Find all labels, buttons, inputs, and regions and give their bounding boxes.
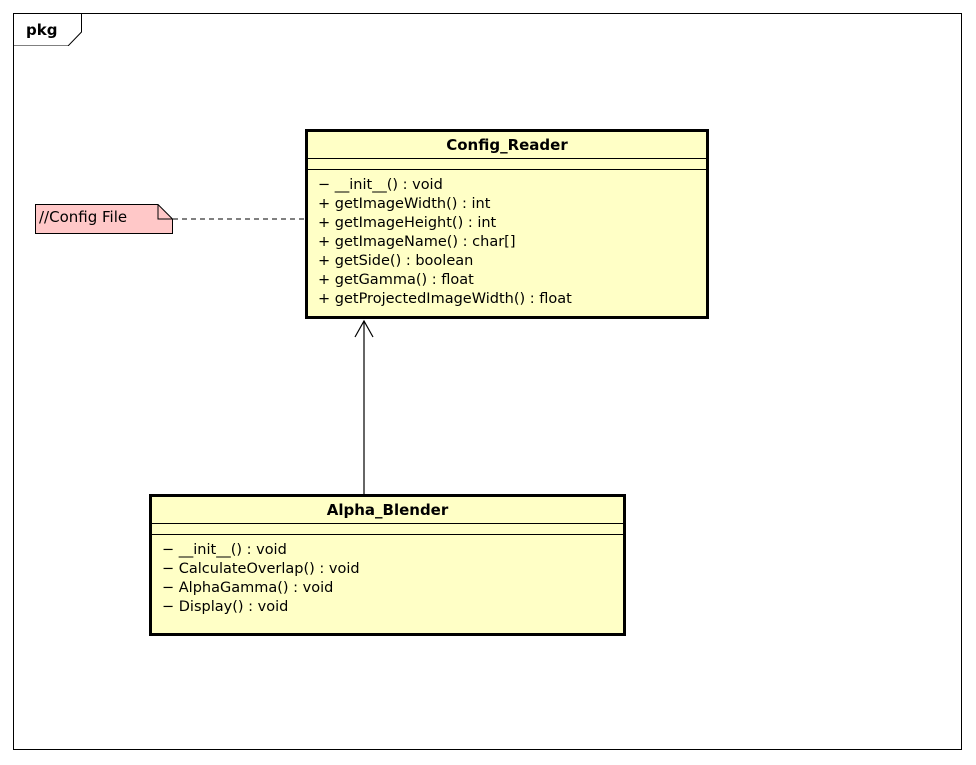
operation-get-image-height: + getImageHeight() : int xyxy=(318,215,497,231)
class-name: Config_Reader xyxy=(308,132,706,159)
operation-alpha-gamma: − AlphaGamma() : void xyxy=(162,580,334,596)
operation-display: − Display() : void xyxy=(162,599,289,615)
class-name: Alpha_Blender xyxy=(152,497,623,524)
operation-init: − __init__() : void xyxy=(318,177,443,193)
attributes-compartment xyxy=(152,524,623,535)
operation-get-image-width: + getImageWidth() : int xyxy=(318,196,491,212)
note-text: //Config File xyxy=(39,208,128,226)
class-config-reader[interactable]: Config_Reader − __init__() : void + getI… xyxy=(305,129,709,319)
package-frame-label: pkg xyxy=(26,21,58,39)
operation-get-side: + getSide() : boolean xyxy=(318,253,474,269)
note-shape xyxy=(35,204,173,234)
config-file-note[interactable]: //Config File xyxy=(35,204,173,234)
attributes-compartment xyxy=(308,159,706,170)
operation-init: − __init__() : void xyxy=(162,542,287,558)
operations-compartment: − __init__() : void − CalculateOverlap()… xyxy=(152,535,623,617)
class-alpha-blender[interactable]: Alpha_Blender − __init__() : void − Calc… xyxy=(149,494,626,636)
dependency-arrowhead xyxy=(354,319,374,338)
operation-get-projected-image-width: + getProjectedImageWidth() : float xyxy=(318,291,572,307)
package-frame xyxy=(13,13,962,750)
package-frame-tab xyxy=(13,13,82,46)
operation-calculate-overlap: − CalculateOverlap() : void xyxy=(162,561,360,577)
operation-get-image-name: + getImageName() : char[] xyxy=(318,234,516,250)
operations-compartment: − __init__() : void + getImageWidth() : … xyxy=(308,170,706,309)
operation-get-gamma: + getGamma() : float xyxy=(318,272,474,288)
